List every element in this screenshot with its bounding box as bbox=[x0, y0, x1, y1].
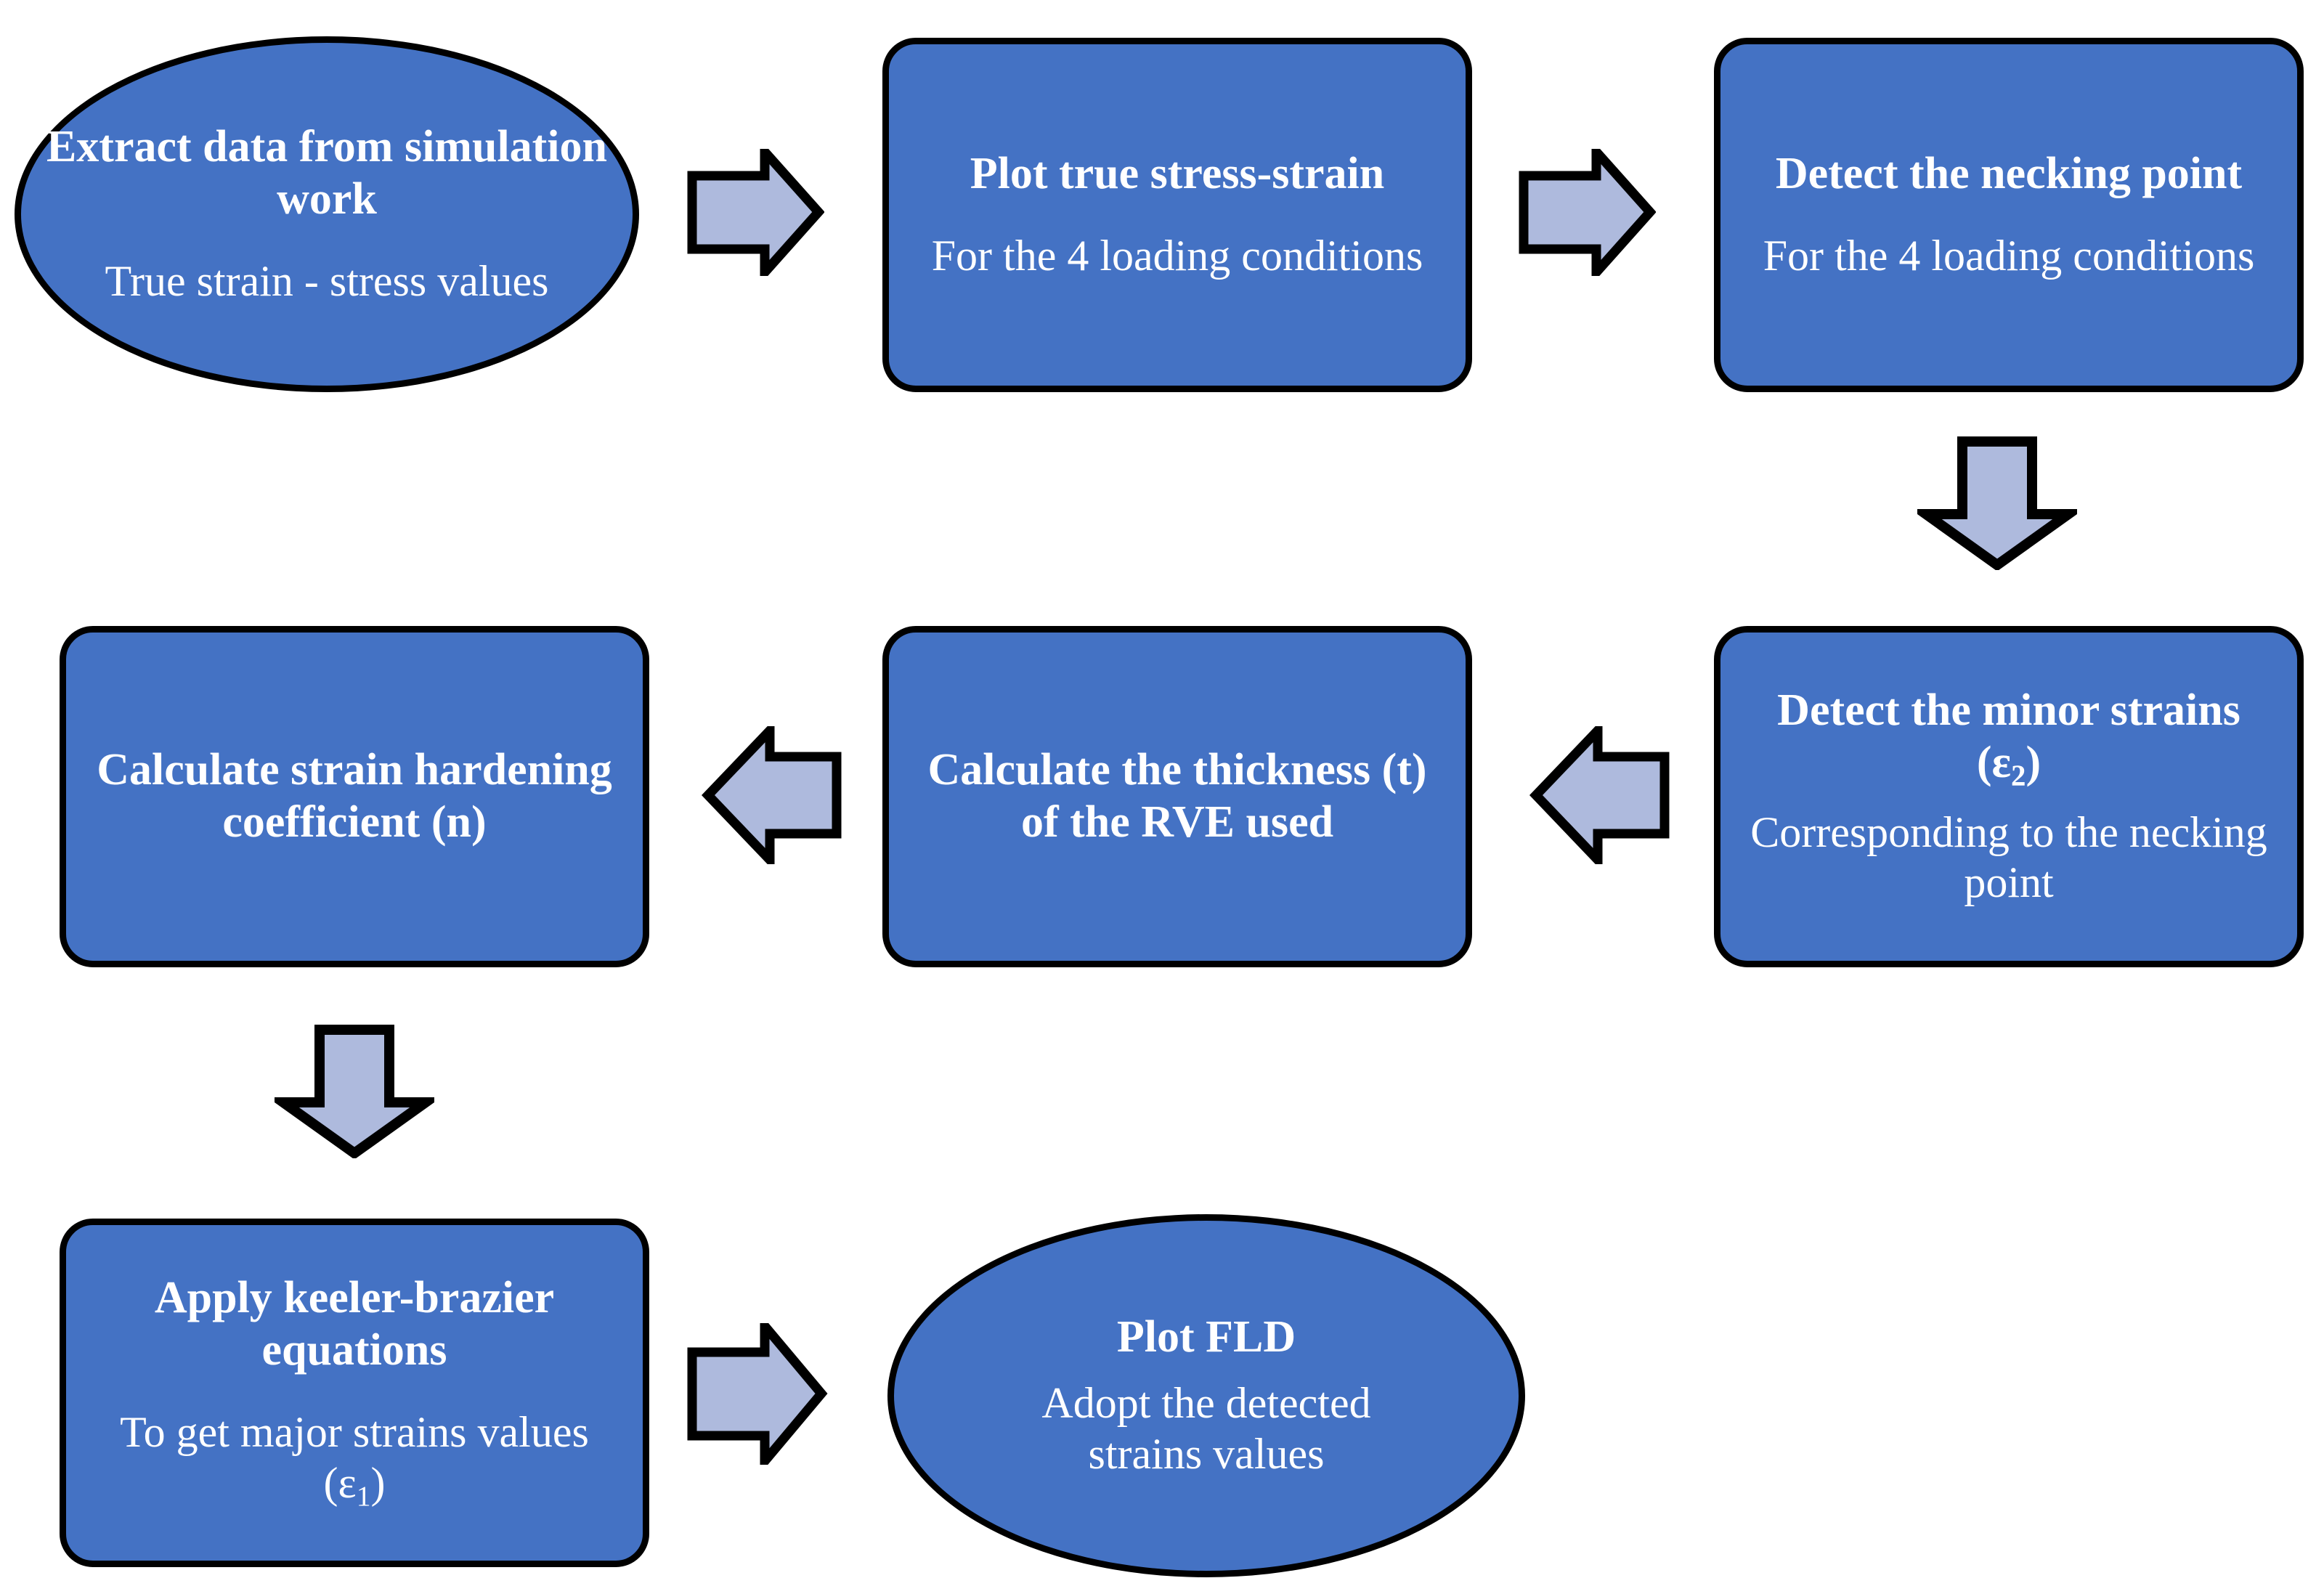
node-apply-keeler-brazier-title: Apply keeler-brazier equations bbox=[154, 1273, 555, 1375]
node-calculate-strain-hardening-title: Calculate strain hardening coefficient (… bbox=[97, 745, 612, 847]
arrow-hardening-to-keeler bbox=[275, 1024, 434, 1158]
arrow-minor-to-thickness bbox=[1529, 726, 1670, 864]
node-extract-data[interactable]: Extract data from simulation work True s… bbox=[15, 36, 639, 392]
keeler-sub-subscript: 1 bbox=[356, 1479, 371, 1512]
node-plot-true-stress-strain-title: Plot true stress-strain bbox=[970, 149, 1385, 199]
node-detect-minor-strains[interactable]: Detect the minor strains (ε2) Correspond… bbox=[1714, 626, 2304, 967]
node-apply-keeler-brazier-subtitle: To get major strains values (ε1) bbox=[91, 1407, 618, 1513]
node-extract-data-title: Extract data from simulation work bbox=[46, 122, 608, 224]
arrow-plot-to-necking bbox=[1518, 149, 1656, 276]
arrow-keeler-to-fld bbox=[686, 1323, 828, 1465]
node-plot-fld[interactable]: Plot FLD Adopt the detected strains valu… bbox=[887, 1214, 1525, 1577]
node-calculate-thickness-title: Calculate the thickness (t) of the RVE u… bbox=[927, 745, 1427, 847]
node-calculate-thickness[interactable]: Calculate the thickness (t) of the RVE u… bbox=[882, 626, 1472, 967]
node-plot-fld-title: Plot FLD bbox=[1116, 1312, 1296, 1362]
minor-strains-head-subscript: 2 bbox=[2011, 759, 2026, 792]
node-detect-minor-strains-title: Detect the minor strains (ε2) bbox=[1745, 685, 2272, 793]
node-detect-necking-point-subtitle: For the 4 loading conditions bbox=[1763, 232, 2255, 280]
keeler-sub-post: ) bbox=[370, 1458, 386, 1507]
node-apply-keeler-brazier[interactable]: Apply keeler-brazier equations To get ma… bbox=[60, 1219, 649, 1567]
node-detect-minor-strains-subtitle: Corresponding to the necking point bbox=[1750, 808, 2267, 907]
node-plot-true-stress-strain-subtitle: For the 4 loading conditions bbox=[931, 232, 1423, 280]
arrow-extract-to-plot bbox=[686, 149, 824, 276]
arrow-thickness-to-hardening bbox=[701, 726, 842, 864]
minor-strains-head-pre: Detect the minor strains (ε bbox=[1777, 685, 2240, 787]
node-plot-fld-subtitle: Adopt the detected strains values bbox=[1041, 1379, 1371, 1478]
node-plot-true-stress-strain[interactable]: Plot true stress-strain For the 4 loadin… bbox=[882, 38, 1472, 392]
node-extract-data-subtitle: True strain - stress values bbox=[105, 257, 549, 306]
node-detect-necking-point[interactable]: Detect the necking point For the 4 loadi… bbox=[1714, 38, 2304, 392]
minor-strains-head-post: ) bbox=[2026, 737, 2041, 787]
arrow-necking-to-minor bbox=[1917, 436, 2077, 570]
node-detect-necking-point-title: Detect the necking point bbox=[1775, 149, 2243, 199]
node-calculate-strain-hardening[interactable]: Calculate strain hardening coefficient (… bbox=[60, 626, 649, 967]
keeler-sub-pre: To get major strains values (ε bbox=[120, 1408, 589, 1507]
